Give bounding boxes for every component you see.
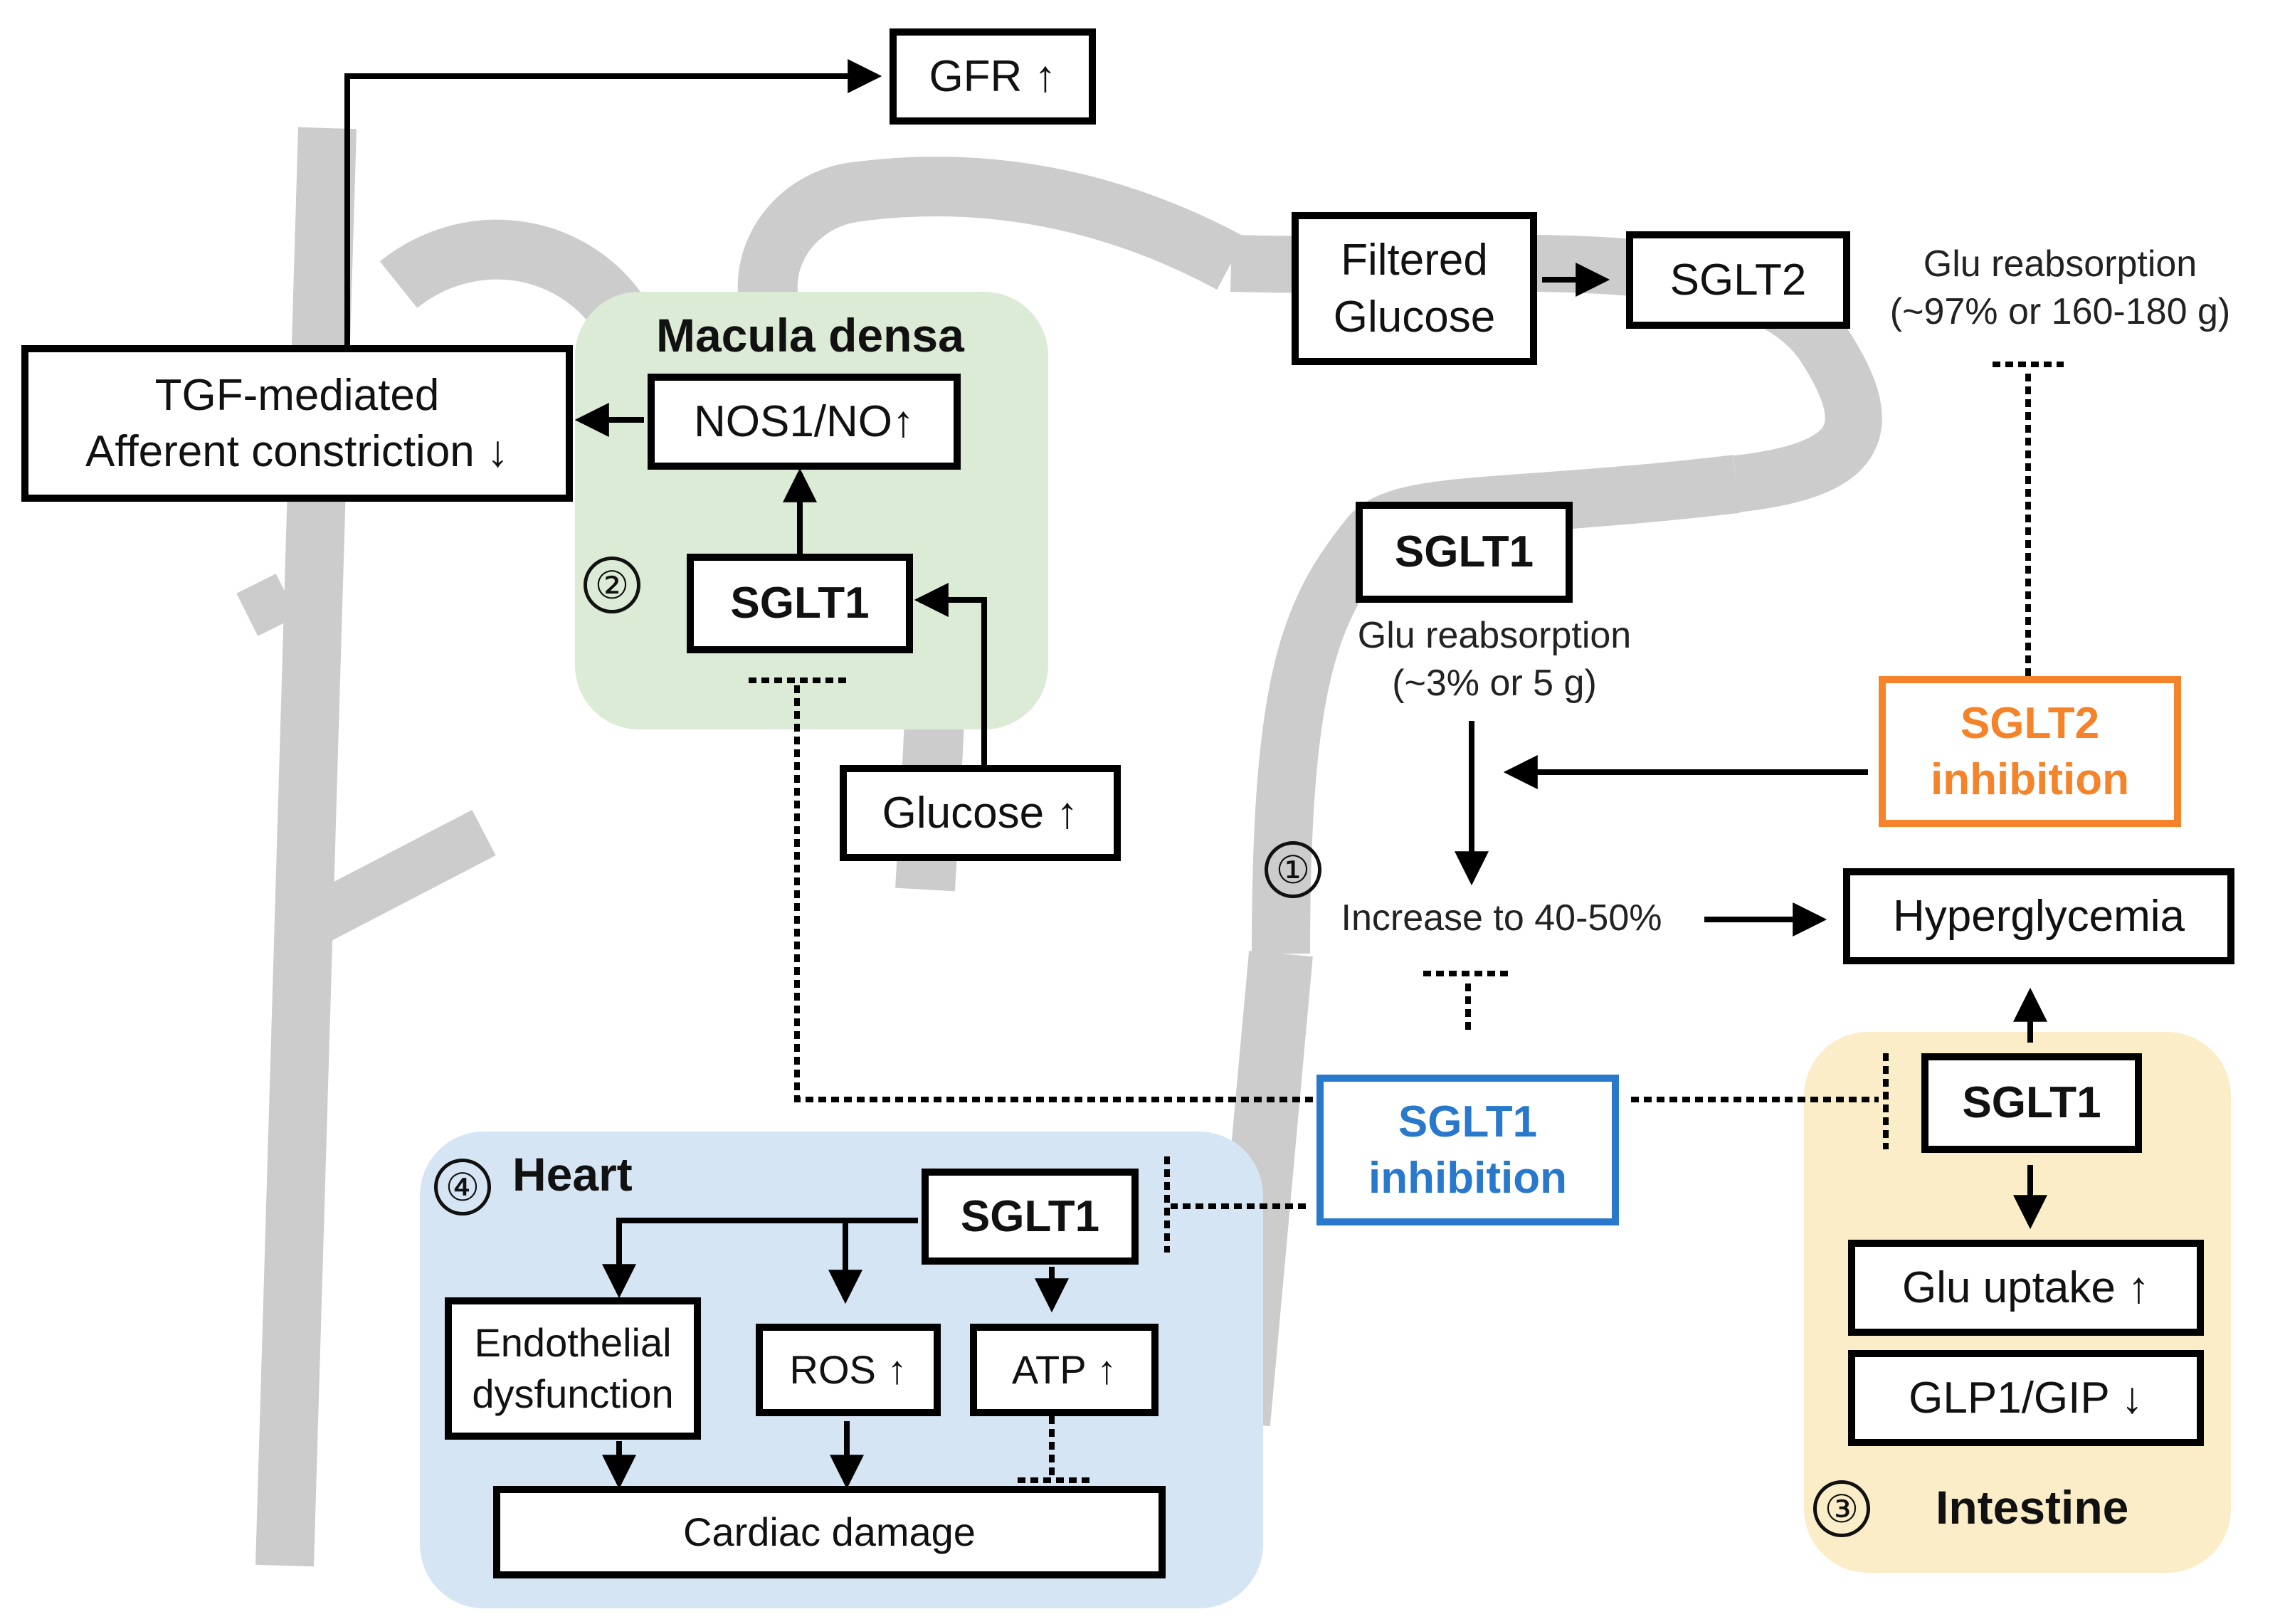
macula-densa-title: Macula densa [656,309,964,362]
macula-densa-panel [575,292,1048,729]
arrow-heart-sglt1-to-endothelial [602,1218,918,1299]
arrow-glucose-to-sglt1 [914,583,987,770]
sglt1-macula-box: SGLT1 [687,554,913,653]
marker-3-icon: ③ [1813,1480,1870,1537]
atp-box: ATP ↑ [970,1324,1159,1416]
cardiac-damage-box: Cardiac damage [493,1486,1166,1578]
hyperglycemia-box: Hyperglycemia [1843,868,2234,964]
sglt1-kidney-box: SGLT1 [1356,502,1573,603]
sglt2-inhibition-box: SGLT2 inhibition [1879,676,2181,827]
marker-2-icon: ② [584,557,640,613]
increase-label: Increase to 40-50% [1341,897,1662,939]
marker-4-icon: ④ [434,1159,491,1216]
marker-1-icon: ① [1265,841,1321,898]
sglt1-inhibition-box: SGLT1 inhibition [1316,1075,1619,1225]
sglt1-reabsorption-label: Glu reabsorption (~3% or 5 g) [1357,615,1632,704]
sglt2-box: SGLT2 [1626,231,1850,329]
filtered-glucose-box: Filtered Glucose [1292,212,1537,365]
endothelial-box: Endothelial dysfunction [445,1297,701,1440]
glu-uptake-box: Glu uptake ↑ [1848,1240,2204,1336]
sglt1-intestine-box: SGLT1 [1921,1053,2142,1153]
ros-box: ROS ↑ [756,1324,941,1416]
arrow-tgf-to-gfr [344,59,882,350]
intestine-title: Intestine [1936,1481,2129,1534]
nos1-box: NOS1/NO↑ [648,374,961,470]
sglt2-reabsorption-label: Glu reabsorption (~97% or 160-180 g) [1889,243,2231,332]
glucose-box: Glucose ↑ [840,765,1121,861]
inhibit-macula [794,685,1313,1102]
heart-title: Heart [512,1148,633,1201]
tgf-box: TGF-mediated Afferent constriction ↓ [21,345,573,502]
gfr-box: GFR ↑ [890,28,1096,125]
glp1-gip-box: GLP1/GIP ↓ [1848,1350,2204,1446]
sglt1-heart-box: SGLT1 [922,1169,1139,1265]
